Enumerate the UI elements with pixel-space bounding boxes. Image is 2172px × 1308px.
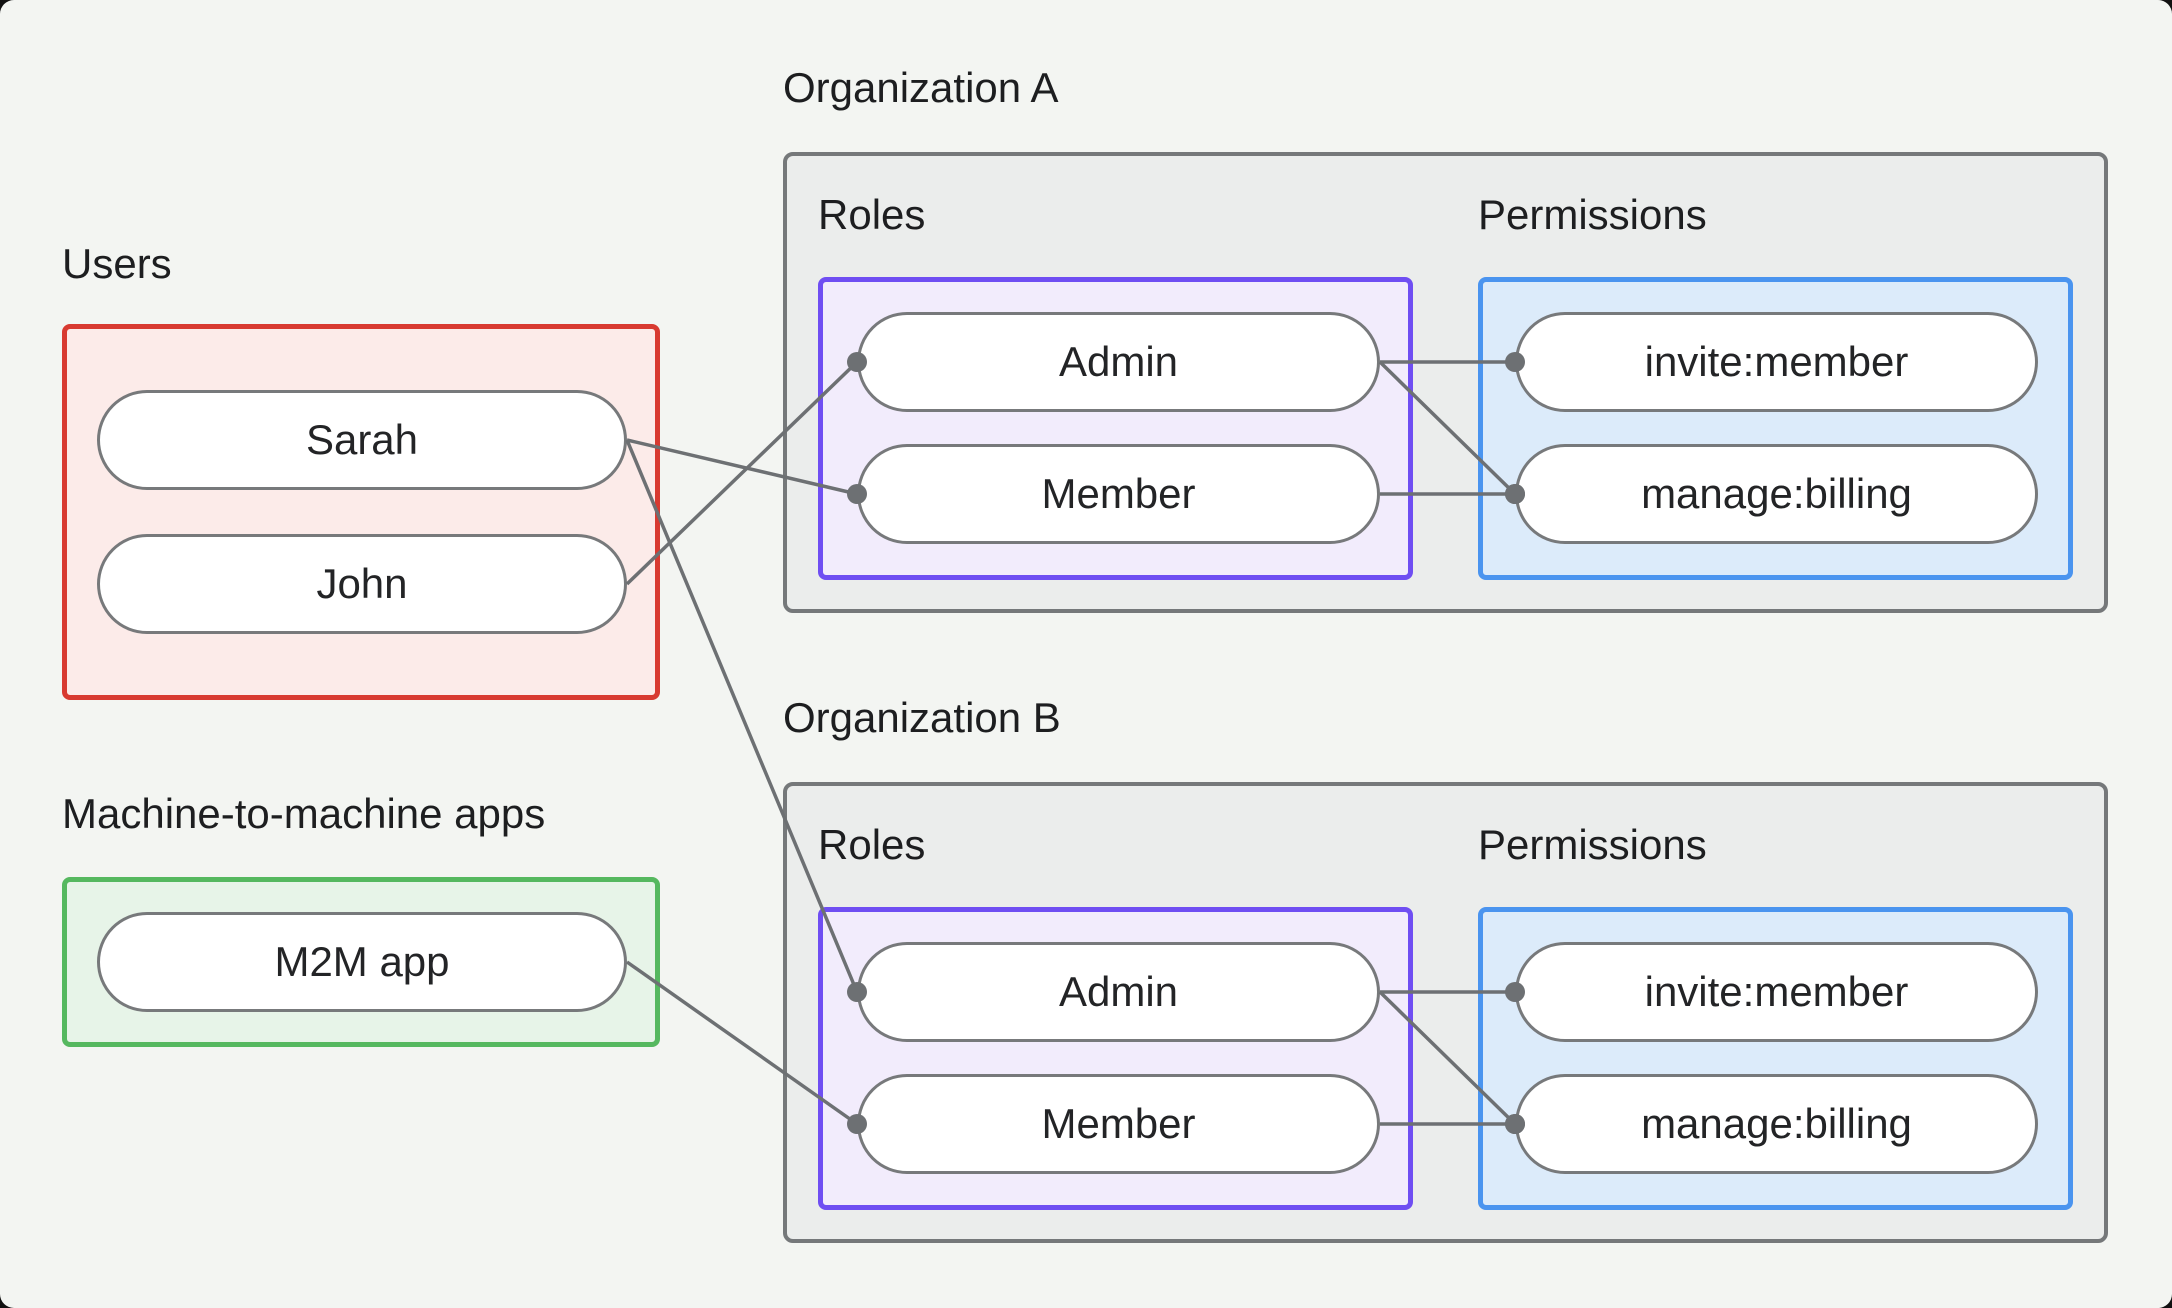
users-group-title: Users xyxy=(62,240,172,287)
org-b-title: Organization B xyxy=(783,694,1061,741)
node-org-a-manage-billing-label: manage:billing xyxy=(1641,470,1912,517)
node-org-b-manage-billing-label: manage:billing xyxy=(1641,1100,1912,1147)
node-org-a-invite-member-label: invite:member xyxy=(1644,338,1909,385)
node-org-b-invite-member-label: invite:member xyxy=(1644,968,1909,1015)
users-group-box xyxy=(62,324,660,700)
node-john-label: John xyxy=(316,560,408,607)
node-org-b-manage-billing: manage:billing xyxy=(1515,1074,2038,1174)
m2m-group-title: Machine-to-machine apps xyxy=(62,790,546,837)
node-org-b-member-label: Member xyxy=(1041,1100,1196,1147)
node-org-b-admin: Admin xyxy=(857,942,1380,1042)
node-john: John xyxy=(97,534,627,634)
node-m2m-app-label: M2M app xyxy=(274,938,450,985)
org-b-roles-label: Roles xyxy=(818,821,926,868)
node-m2m-app: M2M app xyxy=(97,912,627,1012)
node-sarah: Sarah xyxy=(97,390,627,490)
org-a-permissions-label: Permissions xyxy=(1478,191,1707,238)
node-sarah-label: Sarah xyxy=(305,416,419,463)
node-org-a-admin-label: Admin xyxy=(1058,338,1179,385)
node-org-a-manage-billing: manage:billing xyxy=(1515,444,2038,544)
node-org-b-invite-member: invite:member xyxy=(1515,942,2038,1042)
node-org-b-admin-label: Admin xyxy=(1058,968,1179,1015)
org-b-permissions-label: Permissions xyxy=(1478,821,1707,868)
node-org-a-invite-member: invite:member xyxy=(1515,312,2038,412)
node-org-a-member-label: Member xyxy=(1041,470,1196,517)
node-org-a-admin: Admin xyxy=(857,312,1380,412)
node-org-a-member: Member xyxy=(857,444,1380,544)
org-a-title: Organization A xyxy=(783,64,1059,111)
node-org-b-member: Member xyxy=(857,1074,1380,1174)
org-a-roles-label: Roles xyxy=(818,191,926,238)
